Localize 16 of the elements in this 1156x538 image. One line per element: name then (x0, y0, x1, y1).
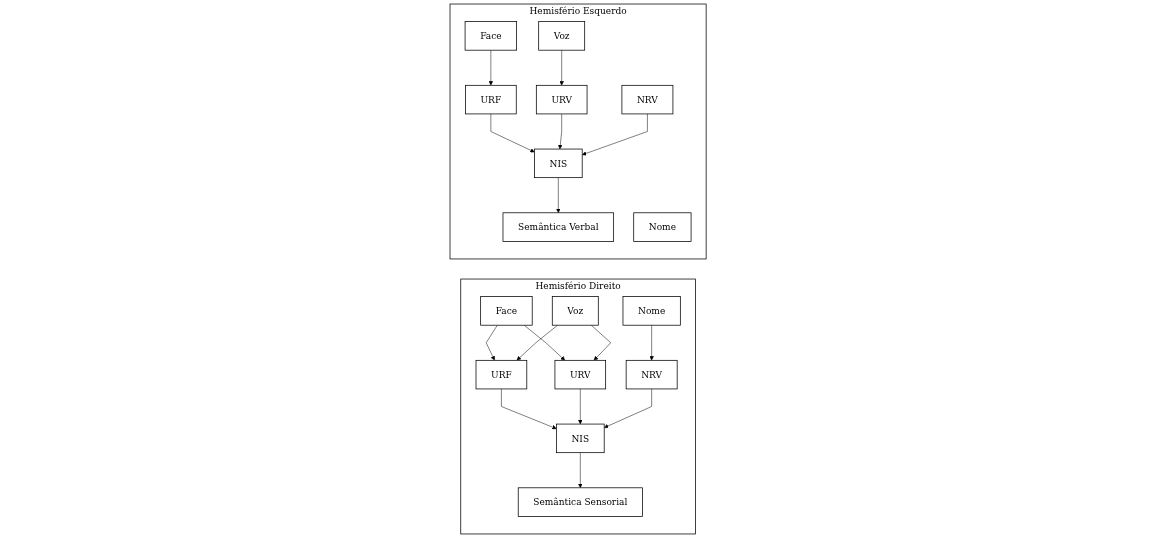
node-box: Voz (551, 296, 599, 326)
node-box: NRV (625, 359, 678, 390)
node-box: Voz (538, 21, 585, 51)
node-box: URF (465, 84, 517, 115)
node-box: NIS (533, 148, 583, 179)
node-box: Nome (633, 212, 692, 242)
node-box: Semântica Sensorial (517, 487, 643, 517)
node-box: NIS (555, 423, 605, 454)
node-box: Nome (622, 296, 681, 326)
node-box: Face (464, 21, 517, 51)
node-box: NRV (621, 84, 674, 115)
node-box: Face (480, 296, 533, 326)
node-box: Semântica Verbal (502, 212, 614, 242)
node-box: URV (554, 359, 606, 390)
node-box: URF (475, 359, 528, 390)
node-box: URV (535, 84, 588, 115)
